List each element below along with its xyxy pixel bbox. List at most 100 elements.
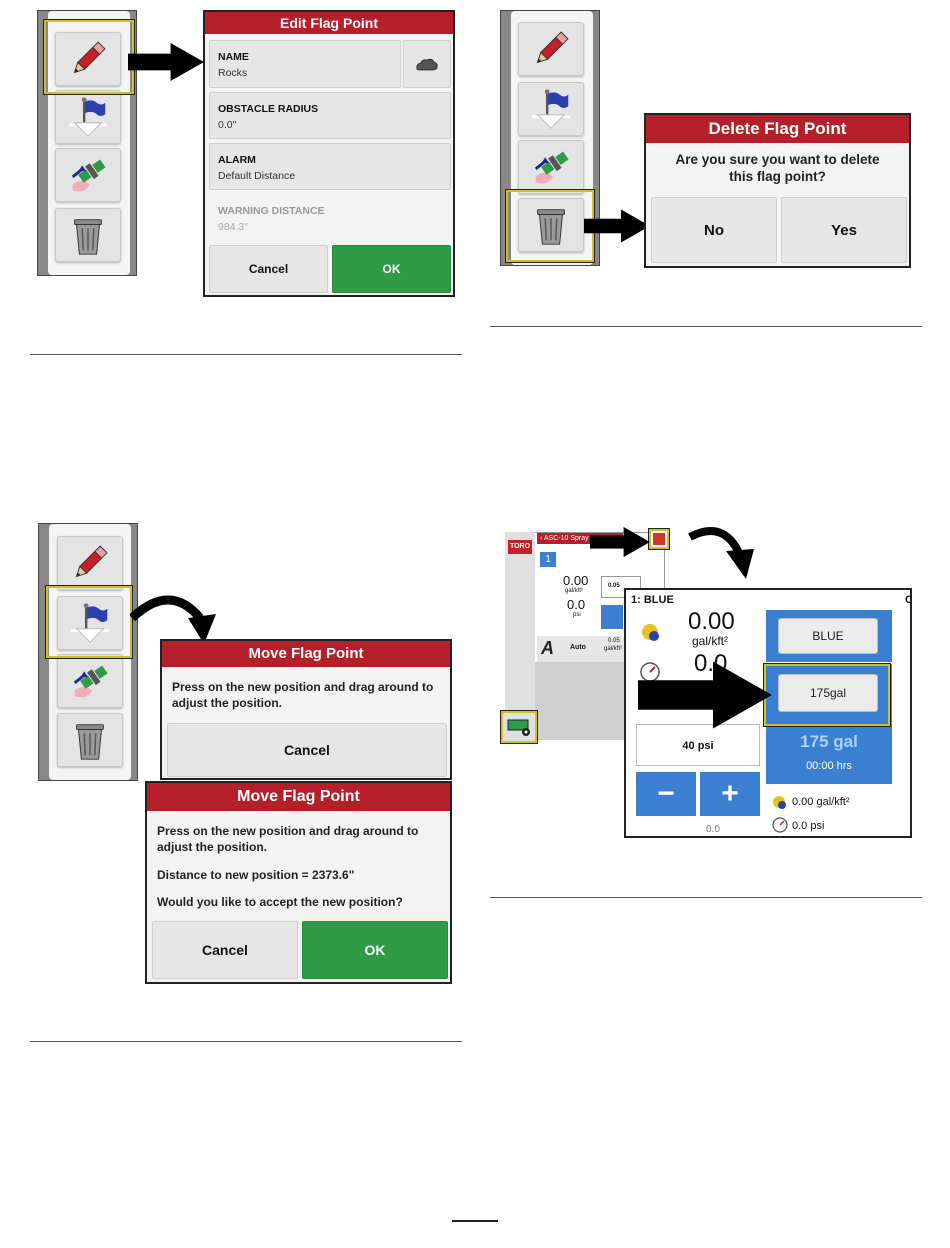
yes-button[interactable]: Yes xyxy=(781,197,907,263)
dialog-message: Press on the new position and drag aroun… xyxy=(172,680,434,710)
alarm-field[interactable]: ALARM Default Distance xyxy=(209,143,451,190)
field-value: 0.0" xyxy=(218,119,237,131)
move-flag-button[interactable] xyxy=(57,596,123,650)
toro-logo: TORO xyxy=(508,540,532,554)
move-flag-button[interactable] xyxy=(55,90,121,144)
gps-flag-button[interactable] xyxy=(518,140,584,194)
move-flag-dialog-1: Move Flag Point Press on the new positio… xyxy=(160,639,452,780)
sprayer-icon xyxy=(507,719,530,736)
flag-move-icon xyxy=(528,86,574,132)
cancel-button[interactable]: Cancel xyxy=(167,723,447,777)
pencil-icon xyxy=(67,540,113,586)
arrow-right-icon xyxy=(128,42,204,82)
plus-button[interactable]: + xyxy=(700,772,760,816)
breadcrumb-tab[interactable]: ‹ ASC-10 Spray xyxy=(537,533,623,544)
zoom-edge-char: C xyxy=(905,594,910,606)
dialog-title: Move Flag Point xyxy=(162,641,450,667)
dialog-title: Move Flag Point xyxy=(147,783,450,811)
field-label: WARNING DISTANCE xyxy=(218,205,325,217)
highlight-delete xyxy=(506,190,594,262)
gps-flag-button[interactable] xyxy=(57,654,123,708)
section-number-badge: 1 xyxy=(540,552,556,567)
field-value: 984.3" xyxy=(218,221,249,233)
rate-icon xyxy=(642,624,659,641)
gauge-small-icon xyxy=(772,817,788,833)
rate-unit: gal/kft² xyxy=(692,634,729,648)
bottom-value: 0.0 xyxy=(706,824,720,835)
delete-flag-button[interactable] xyxy=(57,713,123,767)
big-arrow-icon xyxy=(638,655,772,735)
rate-value: 0.00 xyxy=(688,608,735,635)
confirm-message: Are you sure you want to delete this fla… xyxy=(675,152,880,184)
curved-arrow-icon xyxy=(130,595,216,644)
small-pressure-value: 0.0 xyxy=(567,597,586,612)
tank-button[interactable]: 175gal xyxy=(778,674,878,712)
screen-left-strip xyxy=(505,532,535,740)
satellite-icon xyxy=(65,152,111,198)
zoom-title: 1: BLUE xyxy=(631,594,674,606)
zoom-panel: 1: BLUE C 0.00 gal/kft² 0.0 BLUE 175gal … xyxy=(624,588,912,838)
tank-hours: 00:00 hrs xyxy=(806,760,852,772)
field-label: ALARM xyxy=(218,154,256,166)
blue-product-button[interactable]: BLUE xyxy=(778,618,878,654)
warning-distance-field: WARNING DISTANCE 984.3" xyxy=(209,194,451,241)
section-divider xyxy=(490,326,922,327)
delete-flag-button[interactable] xyxy=(518,198,584,252)
flag-move-icon xyxy=(65,94,111,140)
rate-line: 0.00 gal/kft² xyxy=(792,796,850,808)
arrow-right-icon xyxy=(584,208,650,244)
rate-small-icon xyxy=(773,796,786,809)
field-value: Default Distance xyxy=(218,170,296,182)
auto-mode-icon: A xyxy=(541,638,554,658)
move-flag-dialog-2: Move Flag Point Press on the new positio… xyxy=(145,781,452,984)
section-divider xyxy=(490,897,922,898)
edit-flag-button[interactable] xyxy=(57,536,123,590)
gps-flag-button[interactable] xyxy=(55,148,121,202)
trash-icon xyxy=(65,212,111,258)
field-label: NAME xyxy=(218,51,249,63)
breadcrumb-text: ASC-10 Spray xyxy=(543,535,589,542)
obstacle-radius-field[interactable]: OBSTACLE RADIUS 0.0" xyxy=(209,92,451,139)
ok-button[interactable]: OK xyxy=(332,245,451,293)
distance-text: Distance to new position = 2373.6" xyxy=(157,868,355,882)
delete-flag-dialog: Delete Flag Point Are you sure you want … xyxy=(644,113,911,268)
ok-button[interactable]: OK xyxy=(302,921,448,979)
expand-icon xyxy=(653,533,665,545)
edit-flag-button[interactable] xyxy=(55,32,121,86)
edit-flag-button[interactable] xyxy=(518,22,584,76)
expand-button[interactable] xyxy=(649,529,669,549)
field-value: Rocks xyxy=(218,67,248,79)
dialog-title: Edit Flag Point xyxy=(205,12,453,34)
delete-flag-button[interactable] xyxy=(55,208,121,262)
cancel-button[interactable]: Cancel xyxy=(152,921,298,979)
name-field[interactable]: NAME Rocks xyxy=(209,40,401,88)
auto-label: Auto xyxy=(570,644,586,651)
move-flag-button[interactable] xyxy=(518,82,584,136)
minus-button[interactable]: − xyxy=(636,772,696,816)
tank-big-value: 175 gal xyxy=(800,732,858,751)
small-rate-unit: gal/kft² xyxy=(565,588,584,594)
arrow-right-icon xyxy=(588,527,652,557)
name-icon-button[interactable] xyxy=(403,40,451,88)
small-rate-2-unit: gal/kft² xyxy=(604,646,623,652)
highlight-move xyxy=(46,586,132,658)
small-pressure-unit: psi xyxy=(573,612,581,618)
accept-question: Would you like to accept the new positio… xyxy=(157,895,403,909)
auto-row xyxy=(537,636,627,662)
pressure-box[interactable]: 40 psi xyxy=(636,724,760,766)
section-divider xyxy=(30,354,462,355)
curved-arrow-icon xyxy=(688,527,754,579)
dialog-message: Press on the new position and drag aroun… xyxy=(157,824,419,854)
section-divider xyxy=(30,1041,462,1042)
small-minus-button[interactable] xyxy=(601,605,623,629)
satellite-icon xyxy=(528,144,574,190)
cancel-button[interactable]: Cancel xyxy=(209,245,328,293)
small-field-value: 0.05 xyxy=(608,583,620,589)
edit-flag-dialog: Edit Flag Point NAME Rocks OBSTACLE RADI… xyxy=(203,10,455,297)
no-button[interactable]: No xyxy=(651,197,777,263)
small-rate-2: 0.05 xyxy=(608,638,620,644)
satellite-icon xyxy=(67,658,113,704)
highlight-edit xyxy=(44,20,134,94)
dialog-title: Delete Flag Point xyxy=(646,115,909,143)
bottom-left-button[interactable] xyxy=(501,711,537,743)
